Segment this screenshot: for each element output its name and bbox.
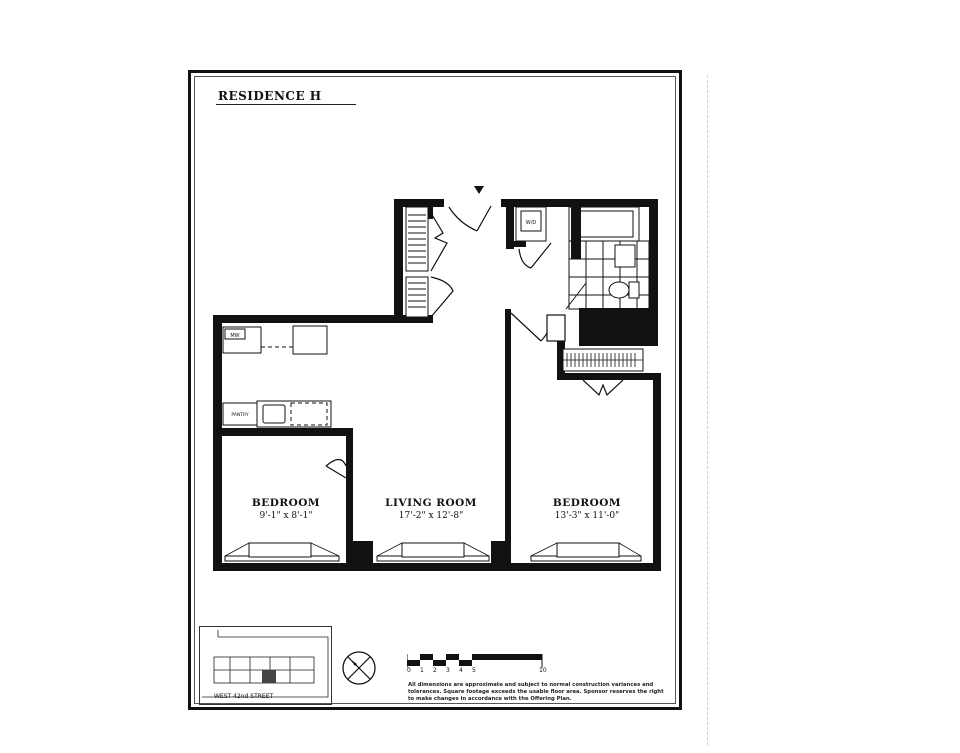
room-dimensions: 9'-1" x 8'-1" — [259, 511, 313, 521]
entry-marker-icon — [474, 186, 484, 194]
key-plan: WEST 42nd STREET — [199, 626, 332, 705]
svg-text:MW: MW — [230, 333, 239, 339]
north-compass-icon — [342, 651, 376, 685]
title-underline — [216, 104, 356, 105]
room-label-living-room: LIVING ROOM 17'-2" x 12'-8" — [371, 497, 491, 521]
room-dimensions: 13'-3" x 11'-0" — [554, 511, 620, 521]
sheet-inner-border — [194, 76, 676, 704]
scale-bar — [407, 654, 543, 668]
room-name: LIVING ROOM — [385, 497, 477, 509]
residence-title: RESIDENCE H — [218, 89, 322, 103]
floor-plan-sheet: RESIDENCE H — [188, 70, 682, 710]
room-label-bedroom-2: BEDROOM 13'-3" x 11'-0" — [527, 497, 647, 521]
floor-plan-drawing: W/D — [213, 186, 661, 571]
room-label-bedroom-1: BEDROOM 9'-1" x 8'-1" — [231, 497, 341, 521]
room-name: BEDROOM — [552, 497, 622, 509]
room-name: BEDROOM — [251, 497, 321, 509]
svg-text:W/D: W/D — [526, 220, 537, 226]
key-plan-street-label: WEST 42nd STREET — [214, 693, 274, 700]
page-edge-dashed-line — [707, 75, 708, 745]
disclaimer-text: All dimensions are approximate and subje… — [408, 682, 664, 702]
scale-bar-ticks: 0 1 2 3 4 5 10 — [407, 667, 547, 674]
key-plan-building-icon — [202, 630, 329, 698]
room-dimensions: 17'-2" x 12'-8" — [398, 511, 464, 521]
svg-text:PANTRY: PANTRY — [231, 412, 248, 418]
